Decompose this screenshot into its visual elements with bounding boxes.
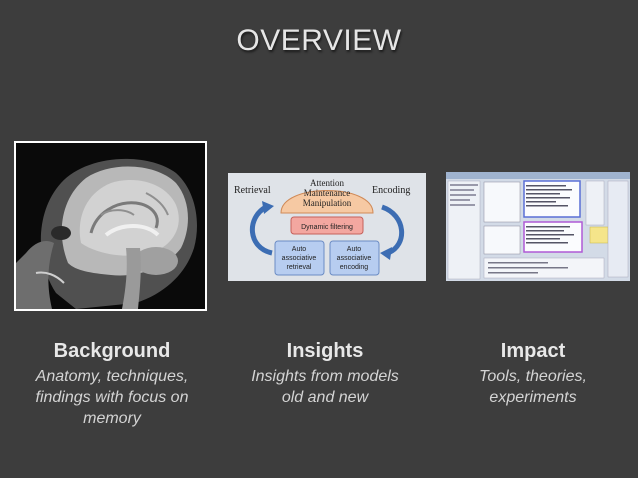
tool-screenshot-image [446, 172, 630, 281]
code-editor-graphic [446, 172, 630, 281]
insights-subtitle-line: old and new [281, 389, 369, 406]
brain-mri-image [14, 141, 207, 311]
memory-model-diagram: Attention Maintenance Manipulation Retri… [228, 173, 426, 281]
filter-label: Dynamic filtering [301, 224, 353, 231]
impact-subtitle-line: Tools, theories, [479, 368, 587, 385]
retrieval-arrow [249, 204, 273, 256]
dome-line-3: Manipulation [303, 198, 352, 208]
dome-line-1: Attention [310, 178, 344, 188]
right-box-line-1: Auto [347, 246, 362, 253]
impact-subtitle: Tools, theories, experiments [438, 366, 628, 408]
dome-line-2: Maintenance [304, 188, 350, 198]
column-background: Background Anatomy, techniques, findings… [14, 340, 210, 429]
left-box-line-2: associative [282, 255, 317, 262]
impact-subtitle-line: experiments [489, 389, 577, 406]
insights-subtitle: Insights from models old and new [228, 366, 422, 408]
insights-heading: Insights [286, 340, 364, 362]
encoding-label: Encoding [372, 185, 410, 196]
right-box-line-3: encoding [340, 264, 369, 271]
background-subtitle-line: Anatomy, techniques, [35, 368, 189, 385]
background-heading: Background [53, 340, 171, 362]
encoding-arrow [380, 204, 405, 256]
column-impact: Impact Tools, theories, experiments [438, 340, 628, 408]
memory-model-graphic: Attention Maintenance Manipulation Retri… [228, 173, 426, 281]
retrieval-label: Retrieval [234, 185, 271, 196]
column-insights: Insights Insights from models old and ne… [228, 340, 422, 408]
insights-subtitle-line: Insights from models [251, 368, 399, 385]
background-subtitle-line: findings with focus on [35, 389, 189, 406]
background-subtitle: Anatomy, techniques, findings with focus… [14, 366, 210, 429]
slide-title: OVERVIEW [236, 24, 402, 57]
left-box-line-1: Auto [292, 246, 307, 253]
left-box-line-3: retrieval [287, 264, 312, 271]
background-subtitle-line: memory [83, 410, 141, 427]
brain-mri-graphic [16, 143, 205, 309]
right-box-line-2: associative [337, 255, 372, 262]
impact-heading: Impact [500, 340, 566, 362]
